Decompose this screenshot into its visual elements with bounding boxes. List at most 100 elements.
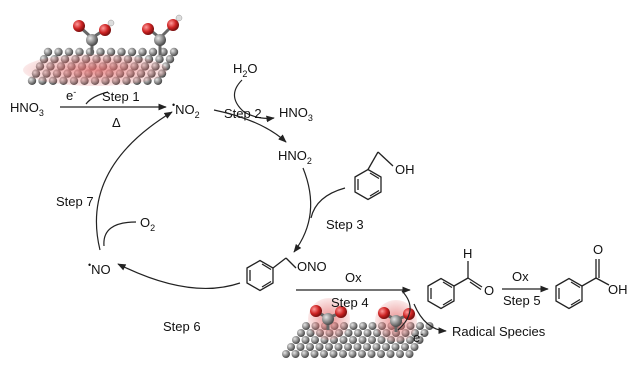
carbon-atom — [64, 47, 74, 57]
carbon-atom — [382, 343, 390, 351]
svg-text:HNO3: HNO3 — [279, 105, 313, 123]
carbon-atom — [363, 343, 371, 351]
carbon-atom — [301, 336, 310, 344]
oxygen-input-curve — [103, 221, 137, 247]
svg-text:e-: e- — [66, 87, 76, 103]
carbon-atom — [334, 343, 343, 351]
carbon-atom — [405, 350, 414, 358]
carbon-atom — [315, 343, 324, 351]
hno3-right-label: HNO — [279, 105, 308, 120]
carboxyl-group-top-right — [142, 14, 183, 55]
carbon-atom — [344, 343, 352, 351]
no-label: NO — [91, 262, 111, 277]
svg-text:HNO2: HNO2 — [278, 148, 312, 166]
svg-text:•NO: •NO — [88, 260, 111, 277]
carbon-atom — [349, 336, 357, 344]
step5-label: Step 5 — [503, 293, 541, 308]
carbon-atom — [420, 329, 429, 337]
carboxyl-group-top-left — [73, 19, 115, 55]
carbon-atom — [368, 322, 377, 330]
carbon-atom — [339, 336, 348, 344]
h2o-end: O — [247, 61, 257, 76]
cycle-arc-no-to-no2 — [95, 111, 173, 251]
carbon-atom — [358, 336, 367, 344]
carbon-atom — [311, 336, 319, 344]
electron-top-sup: - — [73, 87, 76, 97]
carbon-atom — [155, 55, 164, 64]
electron-transfer-curve-bottom — [397, 290, 411, 331]
electron-transfer-curve-top — [85, 91, 109, 105]
benzyl-alcohol-feed-curve — [310, 187, 346, 219]
carbon-atom — [310, 350, 319, 358]
no-radical-dot: • — [88, 260, 91, 270]
carbon-atom — [339, 350, 347, 358]
carbon-atom — [359, 322, 367, 330]
hno2-label: HNO — [278, 148, 307, 163]
hno2-sub: 2 — [307, 156, 312, 166]
electron-bottom-sup: - — [420, 329, 423, 339]
carbon-atom — [291, 350, 300, 358]
active-site-glow-top — [23, 54, 167, 86]
carbon-atom — [306, 343, 314, 351]
step3-label: Step 3 — [326, 217, 364, 232]
step4-label: Step 4 — [331, 295, 369, 310]
carbon-atom — [117, 47, 126, 57]
step2-label: Step 2 — [224, 106, 262, 121]
svg-text:H2O: H2O — [233, 61, 258, 79]
radical-species-label: Radical Species — [452, 324, 546, 339]
h2o-label: H — [233, 61, 242, 76]
hydroxyl-label: OH — [395, 162, 415, 177]
no2-sub: 2 — [195, 110, 200, 120]
water-input-curve — [233, 79, 245, 113]
hno3-left-label: HNO — [10, 100, 39, 115]
acid-hydroxyl-label: OH — [608, 282, 628, 297]
carbon-atom — [282, 350, 290, 358]
carbon-atom — [391, 343, 400, 351]
carboxyl-group-bottom-right — [378, 307, 415, 332]
carbon-atom — [349, 322, 358, 330]
acid-carbonyl-o-label: O — [593, 242, 603, 257]
delta-label: Δ — [112, 115, 121, 130]
carbon-atom — [401, 343, 409, 351]
cycle-arc-no2-to-hno2 — [213, 109, 287, 143]
carbon-atom — [169, 47, 179, 57]
carbon-atom — [415, 336, 424, 344]
carbon-atom — [367, 350, 376, 358]
carbon-atom — [344, 329, 353, 337]
carbon-atom — [396, 350, 404, 358]
step6-label: Step 6 — [163, 319, 201, 334]
carbon-atom — [153, 76, 163, 86]
carbon-atom — [329, 350, 338, 358]
benzyl-nitrite-molecule — [246, 257, 297, 292]
carbon-atom — [297, 329, 305, 337]
ox-label-step5: Ox — [512, 269, 529, 284]
electron-top-label: e — [66, 88, 73, 103]
aldehyde-h-label: H — [463, 246, 472, 261]
carbon-atom — [138, 47, 147, 57]
cycle-arc-hno2-to-nitrite — [293, 167, 312, 253]
ox-label-step4: Ox — [345, 270, 362, 285]
carbon-atom — [368, 336, 376, 344]
carbon-atom — [320, 350, 328, 358]
step7-label: Step 7 — [56, 194, 94, 209]
carbon-atom — [302, 322, 310, 330]
hno3-left-sub: 3 — [39, 108, 44, 118]
svg-text:•NO2: •NO2 — [172, 100, 200, 120]
carboxyl-group-bottom-left — [310, 305, 347, 330]
carbon-atom — [386, 350, 395, 358]
carbon-atom — [287, 343, 295, 351]
carbon-atom — [416, 322, 424, 330]
carbon-atom — [377, 350, 385, 358]
carbon-atom — [106, 47, 116, 57]
carbon-atom — [358, 350, 366, 358]
o2-sub: 2 — [150, 223, 155, 233]
carbon-atom — [292, 336, 300, 344]
carbon-atom — [296, 343, 305, 351]
hno3-output-arrow — [243, 111, 275, 123]
carbon-atom — [363, 329, 372, 337]
carbon-atom — [325, 343, 333, 351]
benzoic-acid-molecule — [555, 259, 610, 310]
carbon-atom — [410, 343, 419, 351]
svg-text:O2: O2 — [140, 215, 155, 233]
